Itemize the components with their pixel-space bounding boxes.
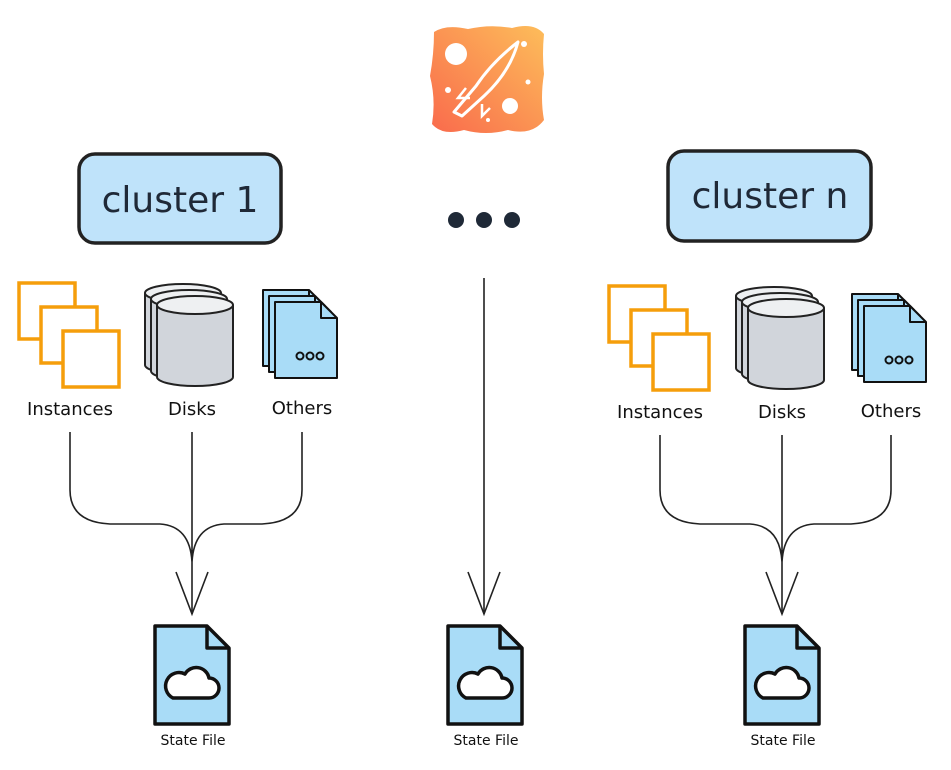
middle-column: State File	[446, 212, 524, 749]
instances-stack-icon	[607, 284, 711, 392]
state-file-label: State File	[751, 733, 816, 749]
arrow-head	[467, 571, 501, 617]
cloud-document-icon	[446, 624, 524, 726]
cloud-document-icon	[743, 624, 821, 726]
merge-arrow	[659, 435, 892, 614]
instances-label: Instances	[617, 402, 703, 423]
arrow-head	[765, 571, 799, 617]
disks-stack-icon	[144, 283, 234, 387]
documents-stack-icon	[262, 289, 338, 379]
cloud-document-icon	[153, 624, 231, 726]
cluster-1-title: cluster 1	[102, 180, 259, 221]
others-label: Others	[861, 401, 922, 422]
disks-label: Disks	[758, 402, 806, 423]
cluster-1-box	[77, 152, 283, 245]
others-label: Others	[272, 398, 333, 419]
cluster-n-title: cluster n	[692, 176, 849, 217]
state-file-label: State File	[161, 733, 226, 749]
merge-arrow	[69, 432, 303, 614]
state-file-label: State File	[454, 733, 519, 749]
rocket-logo-icon	[430, 26, 544, 133]
instances-label: Instances	[27, 399, 113, 420]
cluster-1: cluster 1 Instances Disks Others State	[17, 152, 338, 749]
disks-label: Disks	[168, 399, 216, 420]
instances-stack-icon	[17, 281, 121, 389]
documents-stack-icon	[851, 293, 927, 383]
cluster-n-box	[666, 149, 873, 243]
arrow-head	[175, 571, 209, 617]
disks-stack-icon	[735, 286, 825, 390]
cluster-n: cluster n Instances Disks Others State	[607, 149, 927, 749]
ellipsis-icon	[448, 212, 520, 228]
